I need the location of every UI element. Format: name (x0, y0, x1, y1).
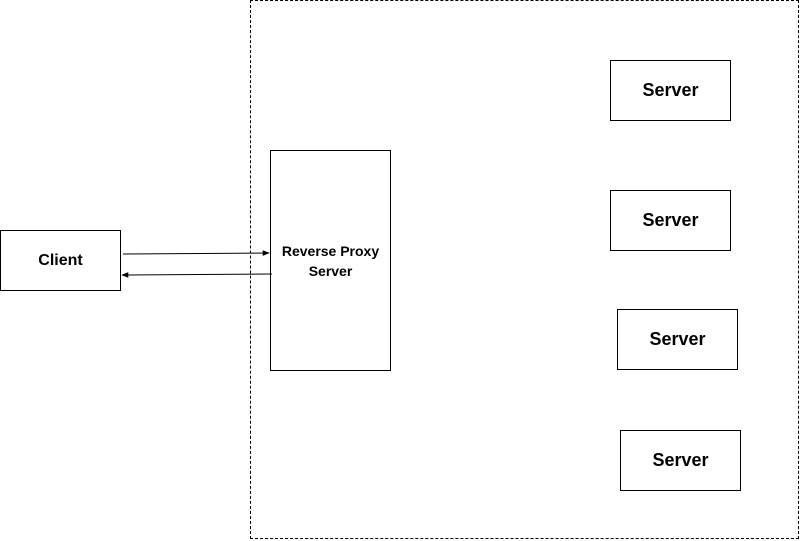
reverse-proxy-node[interactable]: Reverse Proxy Server (270, 150, 391, 371)
server-label: Server (642, 80, 699, 100)
server-label: Server (652, 450, 709, 470)
server-node-2[interactable]: Server (610, 190, 731, 251)
client-node[interactable]: Client (0, 230, 121, 291)
server-side-boundary (250, 0, 799, 539)
server-node-3[interactable]: Server (617, 309, 738, 370)
request-arrow (122, 250, 270, 256)
reverse-proxy-label: Reverse Proxy Server (281, 242, 380, 279)
server-node-4[interactable]: Server (620, 430, 741, 491)
client-label: Client (38, 251, 83, 269)
server-node-1[interactable]: Server (610, 60, 731, 121)
server-label: Server (649, 329, 706, 349)
server-label: Server (642, 210, 699, 230)
